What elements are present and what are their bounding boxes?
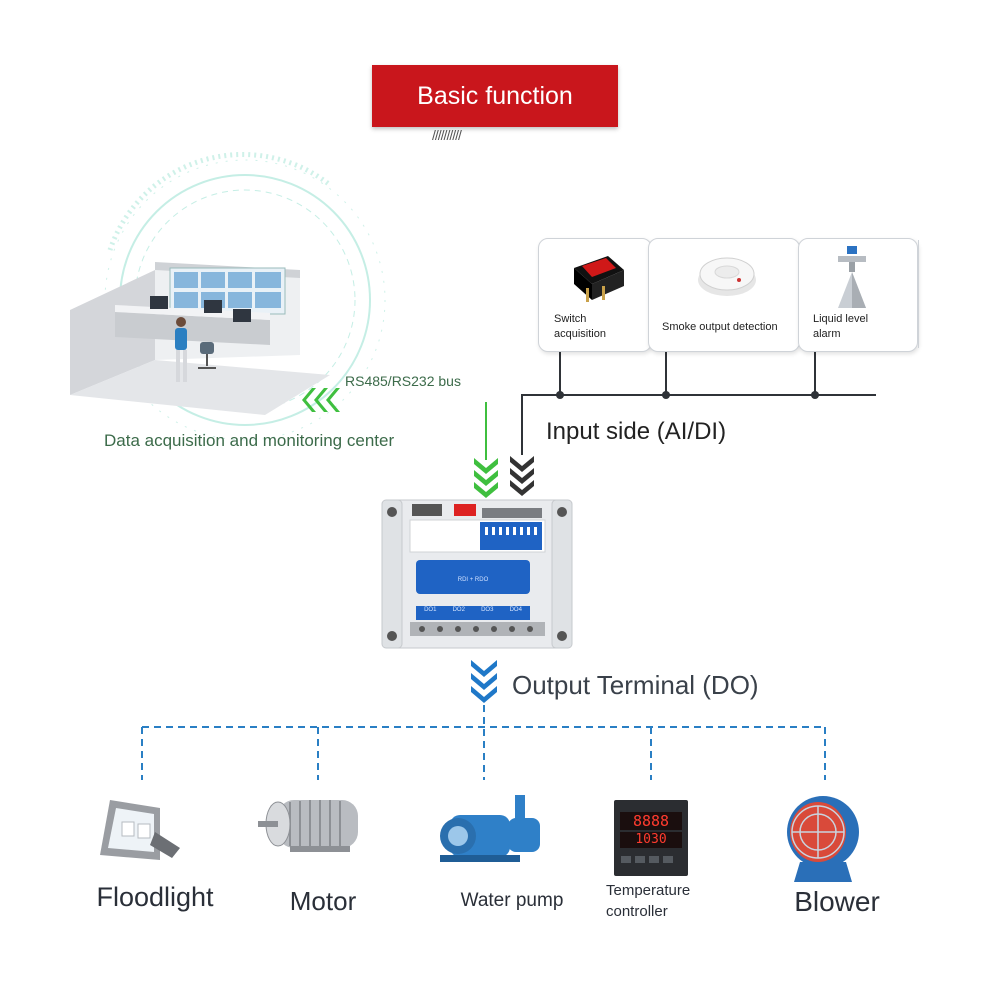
liquid-level-sensor-icon bbox=[838, 246, 866, 308]
water-pump-icon bbox=[440, 795, 540, 862]
rocker-switch-icon bbox=[574, 256, 624, 302]
control-room-illustration bbox=[70, 262, 330, 415]
title-banner bbox=[372, 65, 618, 127]
input-down-arrows bbox=[510, 456, 534, 496]
output-terminal-label: Output Terminal (DO) bbox=[512, 670, 759, 700]
card-edge bbox=[918, 240, 927, 348]
input-label-switch: Switch acquisition bbox=[554, 313, 606, 340]
bus-down-arrows bbox=[474, 458, 498, 498]
input-bus-line bbox=[521, 348, 876, 455]
io-controller-device bbox=[381, 499, 573, 649]
device-slot-labels: DO1 DO2 DO3 DO4 bbox=[416, 607, 530, 613]
temp-display-top: 8888 bbox=[632, 812, 670, 830]
monitoring-center-caption: Data acquisition and monitoring center bbox=[104, 431, 395, 450]
output-label-water-pump: Water pump bbox=[460, 890, 564, 911]
input-side-label: Input side (AI/DI) bbox=[546, 418, 727, 445]
device-panel-text: RDI + RDO bbox=[457, 577, 489, 583]
device-slot-label: DO1 bbox=[424, 607, 437, 613]
output-label-motor: Motor bbox=[289, 886, 357, 916]
output-label-floodlight: Floodlight bbox=[96, 882, 214, 912]
device-slot-label: DO3 bbox=[481, 607, 494, 613]
diagram-title: Basic function bbox=[417, 82, 573, 110]
blower-icon bbox=[787, 796, 859, 882]
input-label-liquid: Liquid level alarm bbox=[813, 313, 869, 340]
output-label-temperature-controller: Temperature controller bbox=[606, 882, 691, 920]
title-hatch: ////////// bbox=[432, 127, 462, 143]
bus-left-arrows bbox=[302, 388, 340, 412]
output-dashed-tree bbox=[141, 705, 826, 780]
input-bus-junctions bbox=[556, 391, 819, 399]
temp-display-bottom: 1030 bbox=[635, 832, 667, 847]
device-slot-label: DO4 bbox=[509, 607, 522, 613]
device-slot-label: DO2 bbox=[452, 607, 465, 613]
smoke-detector-icon bbox=[698, 257, 756, 296]
bus-label: RS485/RS232 bus bbox=[345, 373, 461, 389]
motor-icon bbox=[258, 800, 358, 852]
output-down-arrows bbox=[471, 660, 497, 703]
output-label-blower: Blower bbox=[794, 886, 880, 917]
input-label-smoke: Smoke output detection bbox=[662, 321, 778, 333]
floodlight-icon bbox=[100, 800, 180, 860]
temperature-controller-icon bbox=[614, 800, 688, 876]
